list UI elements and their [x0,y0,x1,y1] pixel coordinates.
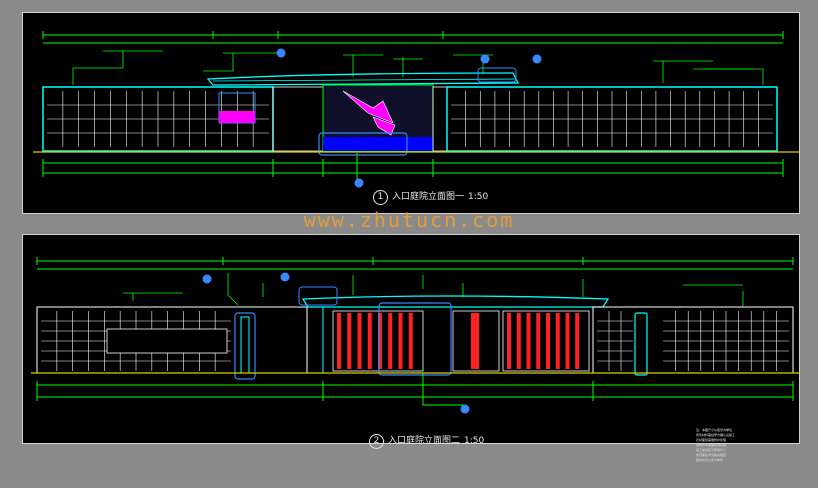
left-wall-2 [36,306,308,380]
bottom-dimension-lines [42,153,784,183]
gate-bar [536,313,541,369]
watermark: www.zhutucn.com [303,208,515,232]
annotation-markers [276,48,542,188]
note-line: 钢构件均需做防锈处理 [696,443,727,447]
gate-bar [388,313,393,369]
gate-bar [555,313,560,369]
gate-bar [546,313,550,369]
gate-bar [408,313,413,369]
gate-bar [378,313,382,369]
gate-bar [357,313,362,369]
note-line: 图中标高以米为单位 [696,458,724,462]
view-scale-1: 1:50 [468,192,489,202]
central-gate-2 [298,286,610,376]
leader-lines-2 [123,273,744,307]
elevation-1-drawing [33,31,799,188]
view-title-text-1: 入口庭院立面图一 [392,192,465,202]
top-dimension-lines-2 [36,257,794,270]
gate-bar [526,313,531,369]
note-line: 注：本图尺寸以毫米为单位 [696,428,733,432]
bottom-dimension-lines-2 [36,373,794,406]
right-wall [446,86,778,152]
gate-panel [332,310,424,372]
gate-pillar [452,310,500,372]
gate-bar [367,313,372,369]
view-number-2: 2 [369,434,384,449]
elevation-2-drawing [31,257,799,414]
note-line: 所有材料需经甲方确认后施工 [696,433,736,437]
gate-bar [575,313,580,369]
note-line: 石材面层需做防护处理 [696,438,727,442]
note-line: 施工前请核对现场尺寸 [696,448,727,452]
top-dimension-lines [42,31,784,44]
gate-bar [337,313,341,369]
view-scale-2: 1:50 [464,436,485,446]
gate-bar [398,313,403,369]
gate-bar [471,313,479,369]
view-title-text-2: 入口庭院立面图二 [388,436,461,446]
gate-bar [565,313,570,369]
gate-bar [507,313,511,369]
drawing-notes: 注：本图尺寸以毫米为单位 所有材料需经甲方确认后施工 石材面层需做防护处理 钢构… [696,428,796,463]
view-number-1: 1 [373,190,388,205]
note-line: 未尽事宜详见相关规范 [696,453,727,457]
gate-bar [516,313,521,369]
gate-bar [347,313,352,369]
left-wall [42,86,274,152]
annotation-markers-2 [202,272,470,414]
right-wall-2 [592,306,794,376]
central-gate [206,67,520,156]
gate-panel [502,310,590,372]
